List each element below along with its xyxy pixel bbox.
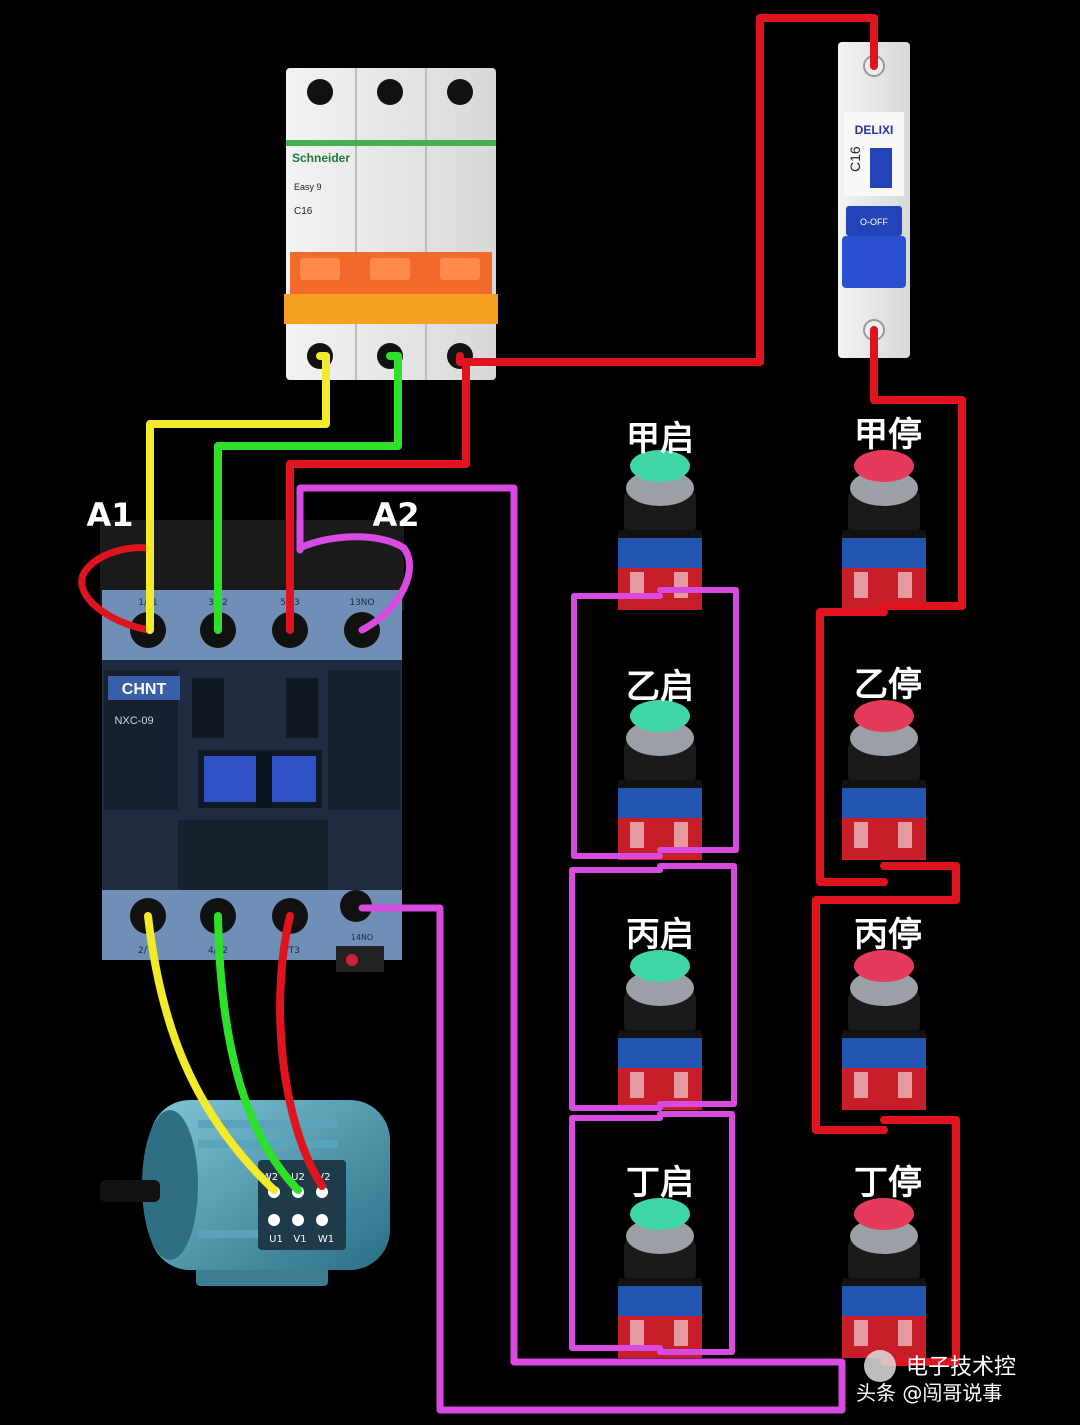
breaker-1p-off-label: O-OFF: [860, 217, 888, 227]
motor-terminal-label: W1: [318, 1234, 334, 1245]
breaker-top-terminal: [377, 79, 403, 105]
stop-button-jia[interactable]: [842, 450, 926, 610]
red-wire-t3: [276, 912, 326, 1190]
stop-label: 乙停: [854, 665, 922, 705]
stop-label: 丁停: [854, 1163, 922, 1203]
start-label: 乙启: [626, 667, 694, 707]
contactor: 1/L1 3/L2 5/L3 13NO CHNT NXC-09 2/T1 4/T…: [86, 496, 420, 972]
contactor-brand: CHNT: [122, 681, 167, 698]
breaker-brand: Schneider: [292, 151, 350, 165]
watermark-line1: 电子技术控: [906, 1355, 1016, 1380]
stop-button-column: 甲停 乙停 丙停 丁停: [842, 415, 926, 1358]
green-wire-t2: [214, 912, 302, 1194]
breaker-body: [286, 68, 496, 380]
terminal-label: 2/T1: [138, 946, 158, 956]
motor-terminal-label: V2: [317, 1172, 330, 1183]
breaker-top-terminal: [307, 79, 333, 105]
contactor-model: NXC-09: [114, 715, 153, 727]
breaker-1p-toggle: [842, 236, 906, 288]
start-button-ding[interactable]: [618, 1198, 702, 1358]
single-pole-breaker: DELIXI C16 O-OFF: [838, 42, 910, 358]
motor-terminal-label: V1: [293, 1234, 306, 1245]
coil-a1-label: A1: [86, 496, 133, 534]
terminal-label: 13NO: [349, 598, 374, 608]
start-button-column: 甲启 乙启 丙启 丁启: [618, 419, 702, 1358]
wires: [78, 14, 966, 1414]
breaker-1p-brand: DELIXI: [855, 123, 894, 137]
green-wire-l2: [214, 352, 402, 634]
red-wire-stop-yi: [816, 608, 888, 886]
yellow-wire-t1: [144, 912, 278, 1194]
red-wire-feed-1p: [456, 14, 878, 366]
breaker-top-terminal: [447, 79, 473, 105]
magenta-wire-start-right: [657, 587, 739, 853]
red-wire-stop-ding: [880, 1116, 960, 1366]
breaker-1p-rating: C16: [847, 146, 863, 172]
start-label: 甲启: [626, 419, 694, 459]
start-button-yi[interactable]: [618, 700, 702, 860]
stop-button-yi[interactable]: [842, 700, 926, 860]
breaker-rating: C16: [294, 206, 313, 217]
motor-shaft: [100, 1180, 160, 1202]
terminal-label: 14NO: [351, 933, 373, 942]
coil-a2-label: A2: [372, 496, 419, 534]
three-pole-breaker: Schneider Easy 9 C16: [284, 68, 498, 380]
watermark-line2: 头条 @闯哥说事: [856, 1381, 1002, 1405]
breaker-model: Easy 9: [294, 182, 322, 192]
motor-terminal-label: U2: [291, 1172, 305, 1183]
terminal-label: 6/T3: [280, 946, 300, 956]
motor-terminal-label: U1: [269, 1234, 283, 1245]
red-wire-l3: [286, 358, 470, 634]
start-button-bing[interactable]: [618, 950, 702, 1110]
motor: W2 U2 V2 U1 V1 W1: [100, 1100, 390, 1286]
start-label: 丁启: [626, 1163, 694, 1203]
start-label: 丙启: [626, 915, 694, 955]
stop-button-bing[interactable]: [842, 950, 926, 1110]
yellow-wire-l1: [146, 352, 330, 634]
red-wire-stop-bing: [812, 862, 960, 1134]
chat-icon: [864, 1350, 896, 1382]
magenta-wire-start-left: [571, 593, 663, 859]
motor-terminal-label: W2: [262, 1172, 278, 1183]
magenta-wire-a2-loop: [296, 484, 846, 1414]
stop-button-ding[interactable]: [842, 1198, 926, 1358]
stop-label: 丙停: [854, 915, 922, 955]
red-wire-stop-jia: [870, 326, 966, 610]
watermark: 电子技术控 头条 @闯哥说事: [856, 1350, 1016, 1405]
start-button-jia[interactable]: [618, 450, 702, 610]
magenta-wire-a2-jumper: [296, 533, 413, 634]
stop-label: 甲停: [854, 415, 922, 455]
red-wire-a1-jumper: [78, 544, 152, 634]
breaker-1p-body: [838, 42, 910, 358]
